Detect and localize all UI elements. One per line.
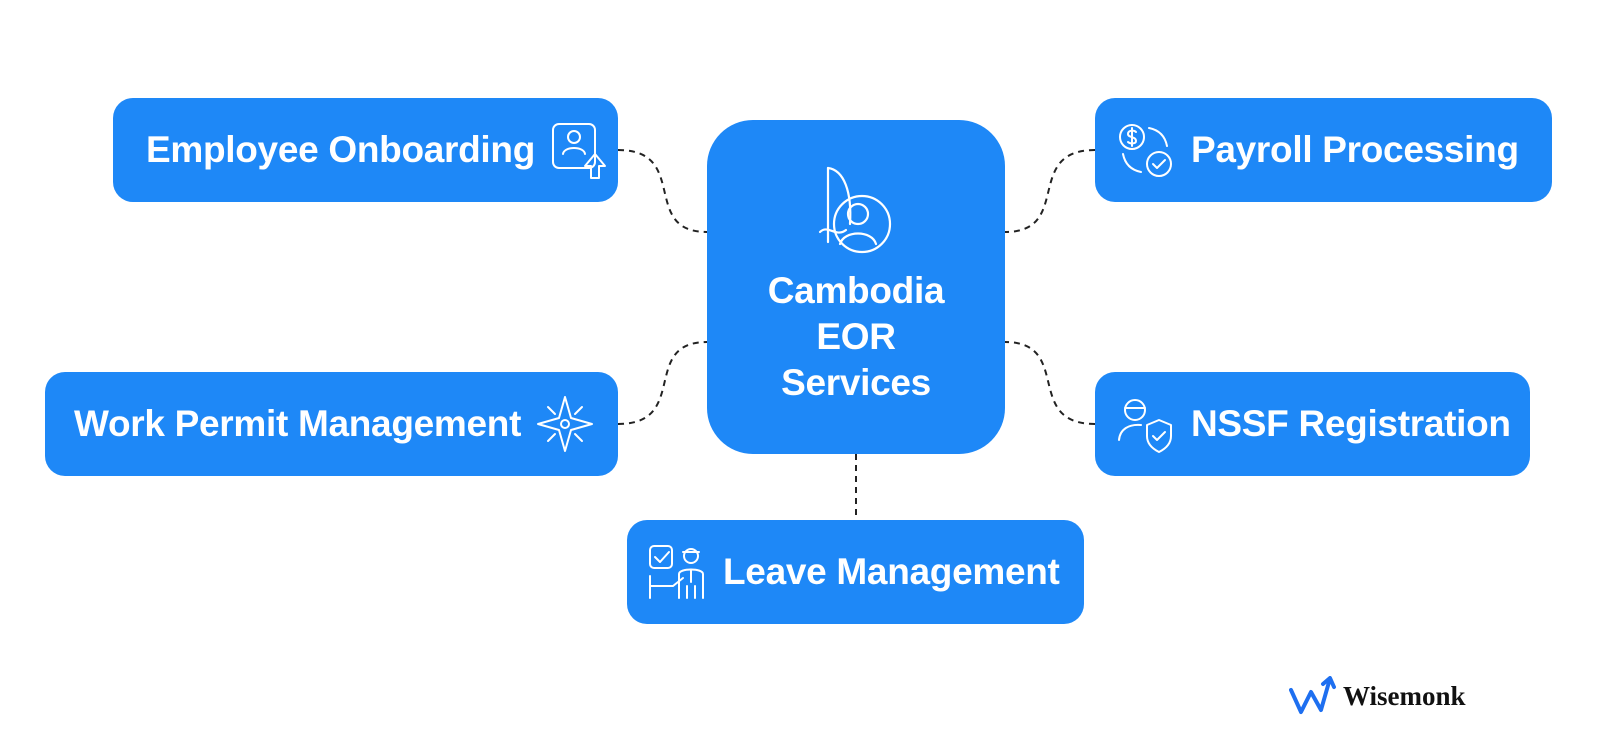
center-title: Cambodia EOR Services xyxy=(767,268,945,406)
node-nssf-registration: NSSF Registration xyxy=(1095,372,1530,476)
compass-star-icon xyxy=(535,394,595,454)
wisemonk-b-logo-icon xyxy=(816,164,896,260)
center-title-line-1: Cambodia xyxy=(767,270,945,311)
node-work-permit-management: Work Permit Management xyxy=(45,372,618,476)
node-employee-onboarding: Employee Onboarding xyxy=(113,98,618,202)
node-leave-management-label: Leave Management xyxy=(723,551,1060,592)
center-node-cambodia-eor-services: Cambodia EOR Services xyxy=(707,120,1005,454)
brand-logo: Wisemonk xyxy=(1289,676,1466,716)
brand-name: Wisemonk xyxy=(1343,680,1466,711)
user-shield-icon xyxy=(1115,394,1175,454)
center-title-line-3: Services xyxy=(781,362,931,403)
node-employee-onboarding-label: Employee Onboarding xyxy=(146,129,536,170)
node-payroll-processing: Payroll Processing xyxy=(1095,98,1552,202)
node-payroll-processing-label: Payroll Processing xyxy=(1191,129,1519,170)
wisemonk-mark-icon xyxy=(1289,676,1337,716)
connector-work-permit xyxy=(617,341,708,425)
node-leave-management: Leave Management xyxy=(627,520,1084,624)
leave-approval-icon xyxy=(647,542,707,602)
connector-nssf xyxy=(1004,341,1096,425)
connector-payroll xyxy=(1004,149,1096,233)
connector-employee-onboarding xyxy=(617,149,708,233)
center-title-line-2: EOR xyxy=(816,316,896,357)
onboarding-upload-icon xyxy=(549,120,609,180)
node-work-permit-management-label: Work Permit Management xyxy=(74,403,522,444)
node-nssf-registration-label: NSSF Registration xyxy=(1191,403,1511,444)
payroll-cycle-icon xyxy=(1115,120,1175,180)
